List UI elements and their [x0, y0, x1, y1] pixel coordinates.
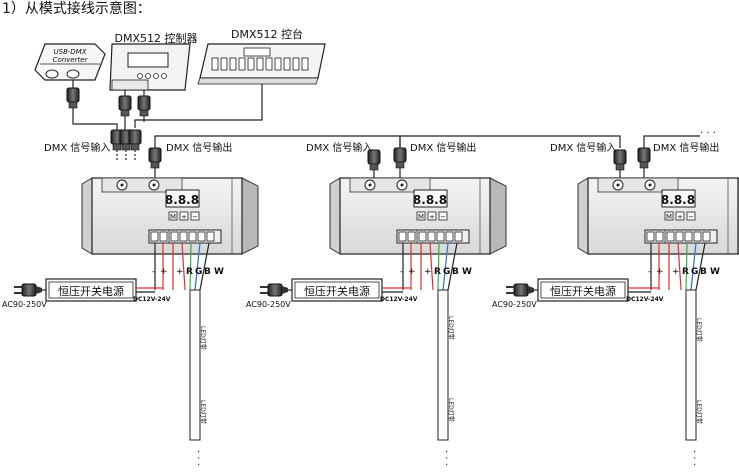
svg-text:W: W — [214, 267, 224, 277]
svg-text:-: - — [648, 267, 651, 277]
psu-label-2: 恒压开关电源 — [304, 284, 370, 298]
svg-text:· · ·: · · · — [192, 450, 203, 466]
svg-text:LED灯带: LED灯带 — [447, 316, 455, 340]
svg-text:LED灯带: LED灯带 — [695, 400, 703, 424]
svg-text:AC90-250V: AC90-250V — [246, 300, 291, 309]
dmx512-console: DMX512 控台 — [134, 27, 326, 128]
dmx-in-label-1: DMX 信号输入 — [44, 141, 110, 154]
svg-text:B: B — [452, 267, 459, 277]
svg-text:DC12V-24V: DC12V-24V — [626, 296, 664, 303]
svg-text:DC12V-24V: DC12V-24V — [133, 296, 171, 303]
svg-text:B: B — [700, 267, 707, 277]
continuation-dots: · · · — [700, 128, 716, 139]
dmx-out-label-3: DMX 信号输出 — [653, 141, 719, 154]
psu-label-1: 恒压开关电源 — [58, 284, 124, 298]
svg-text:+: + — [429, 213, 435, 221]
usb-dmx-label-1: USB-DMX — [54, 48, 87, 56]
decoder-unit-3: 8.8.8 M + − - + + R G B W 恒压开关电源 DC12V-2… — [492, 177, 739, 466]
svg-text:G: G — [443, 267, 450, 277]
svg-text:−: − — [688, 213, 694, 221]
svg-text:LED灯带: LED灯带 — [199, 400, 207, 424]
svg-text:-: - — [400, 267, 403, 277]
heading: 1）从模式接线示意图： — [2, 0, 151, 17]
dmx-out-label-1: DMX 信号输出 — [166, 141, 232, 154]
svg-text:W: W — [462, 267, 472, 277]
svg-text:W: W — [710, 267, 720, 277]
svg-text:+: + — [176, 267, 184, 277]
svg-text:AC90-250V: AC90-250V — [2, 300, 47, 309]
controller-label: DMX512 控制器 — [115, 31, 198, 45]
decoder-display-3: 8.8.8 — [661, 193, 695, 207]
svg-text:G: G — [195, 267, 202, 277]
dmx-link-1-2: DMX 信号输入 DMX 信号输出 — [148, 135, 476, 178]
svg-text:LED灯带: LED灯带 — [447, 398, 455, 422]
svg-text:-: - — [152, 267, 155, 277]
svg-text:LED灯带: LED灯带 — [695, 318, 703, 342]
svg-text:+: + — [656, 267, 664, 277]
svg-text:DC12V-24V: DC12V-24V — [380, 296, 418, 303]
svg-text:R: R — [186, 267, 193, 277]
console-label: DMX512 控台 — [231, 27, 303, 41]
svg-text:+: + — [677, 213, 683, 221]
decoder-display-2: 8.8.8 — [413, 193, 447, 207]
svg-text:· · ·: · · · — [440, 450, 451, 466]
svg-text:R: R — [682, 267, 689, 277]
svg-text:+: + — [181, 213, 187, 221]
dmx-in-label-3: DMX 信号输入 — [550, 141, 616, 154]
svg-text:· · ·: · · · — [688, 450, 699, 466]
svg-text:M: M — [418, 213, 424, 221]
svg-text:+: + — [672, 267, 680, 277]
svg-text:−: − — [192, 213, 198, 221]
svg-text:+: + — [424, 267, 432, 277]
svg-text:+: + — [160, 267, 168, 277]
decoder-display-1: 8.8.8 — [165, 193, 199, 207]
dmx-input-cluster: DMX 信号输入 DMX 信号输出 — [44, 118, 232, 162]
decoder-unit-1: 8.8.8 M + − - + + R G B W 恒压开关电源 DC12V-2… — [2, 177, 259, 466]
usb-dmx-label-2: Converter — [53, 56, 89, 64]
svg-text:+: + — [408, 267, 416, 277]
dmx-out-label-2: DMX 信号输出 — [410, 141, 476, 154]
decoder-unit-2: 8.8.8 M + − - + + R G B W 恒压开关电源 DC12V-2… — [246, 177, 507, 466]
svg-text:M: M — [666, 213, 672, 221]
svg-text:R: R — [434, 267, 441, 277]
dmx-link-2-3: · · · DMX 信号输入 DMX 信号输出 — [399, 128, 719, 178]
psu-label-3: 恒压开关电源 — [550, 284, 616, 298]
dmx-in-label-2: DMX 信号输入 — [306, 141, 372, 154]
svg-text:AC90-250V: AC90-250V — [492, 300, 537, 309]
usb-dmx-converter: USB-DMX Converter — [34, 43, 106, 118]
dmx512-controller: DMX512 控制器 — [109, 31, 198, 122]
svg-text:G: G — [691, 267, 698, 277]
svg-text:M: M — [170, 213, 176, 221]
svg-text:−: − — [440, 213, 446, 221]
svg-text:LED灯带: LED灯带 — [199, 326, 207, 350]
svg-text:B: B — [204, 267, 211, 277]
